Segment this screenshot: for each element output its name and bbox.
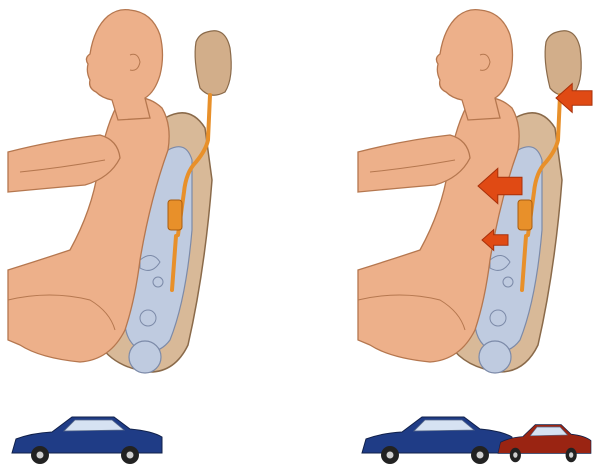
panel-after-rear-impact xyxy=(358,10,592,464)
rear-car-icon xyxy=(498,425,591,463)
panel-before-impact xyxy=(8,10,231,464)
seat-occupant-illustration xyxy=(8,10,231,373)
front-car-icon xyxy=(362,417,512,464)
front-car-icon xyxy=(12,417,162,464)
seat-occupant-illustration xyxy=(358,10,581,373)
